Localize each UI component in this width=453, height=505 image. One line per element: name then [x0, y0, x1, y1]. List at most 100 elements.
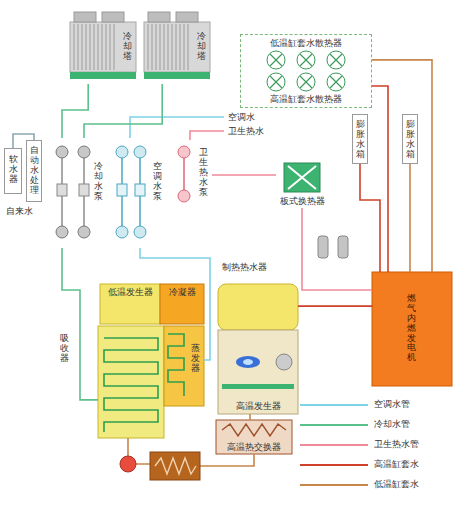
vertical-label: 软水器	[9, 155, 18, 185]
absorber-body	[98, 326, 164, 438]
filter-symbol	[135, 184, 145, 196]
legend-label: 低温缸套水	[374, 479, 419, 489]
pump-symbol	[56, 226, 68, 238]
exchanger-coil	[222, 424, 286, 436]
pipe-label: 制热热水器	[222, 262, 267, 272]
exchanger-box: 高温热交换器	[216, 420, 292, 454]
pipe-connector	[302, 208, 372, 290]
pipe-connector	[62, 248, 98, 400]
pump-group: 卫生热水泵	[172, 140, 212, 210]
vertical-label: 吸收器	[60, 334, 69, 364]
plate-exchanger-symbol	[284, 163, 320, 192]
tank-symbol	[318, 236, 328, 258]
high-generator-top	[218, 284, 298, 330]
vertical-label: 膨胀水箱	[356, 120, 365, 160]
tower-grille	[74, 24, 114, 70]
node-label: 高温热交换器	[226, 442, 282, 452]
pump-symbol	[116, 146, 128, 158]
tower-fan	[74, 12, 96, 22]
pipe-connector	[212, 174, 276, 176]
plate-exchanger-symbol	[288, 166, 316, 189]
pump-symbol	[134, 226, 146, 238]
pump-group: 空调水泵	[112, 138, 164, 248]
pump-symbol	[116, 226, 128, 238]
pipe-label: 空调水	[228, 112, 255, 122]
pipe-connector	[249, 414, 251, 420]
engine-body	[372, 272, 452, 386]
tower-body	[144, 22, 210, 72]
legend-line	[300, 444, 368, 446]
legend-line	[300, 424, 368, 426]
vertical-label: 冷却塔	[122, 32, 133, 62]
pump-symbol	[178, 190, 190, 202]
expansion-tank: 膨胀水箱	[352, 114, 368, 164]
exchanger-coil	[155, 458, 196, 474]
radiator-box: 低温缸套水散热器高温缸套水散热器	[240, 34, 372, 108]
tank-symbol	[338, 236, 348, 258]
node-label: 板式换热器	[280, 196, 325, 206]
flame-symbol	[236, 356, 260, 368]
exchanger-body	[150, 452, 200, 480]
legend-label: 空调水管	[374, 399, 410, 409]
fan-blades	[270, 54, 342, 88]
pipe-connector	[360, 164, 380, 272]
pump-group: 冷却水泵	[48, 138, 106, 248]
tower-fan	[102, 12, 124, 22]
legend-line	[300, 404, 368, 406]
legend-label: 卫生热水管	[374, 439, 419, 449]
exchanger-body	[216, 420, 292, 454]
filter-symbol	[79, 184, 89, 196]
vertical-label: 膨胀水箱	[406, 120, 415, 160]
evaporator-box: 蒸发器	[164, 326, 204, 406]
evaporator-coil	[168, 334, 184, 396]
tower-basin	[144, 72, 210, 79]
legend-line	[300, 464, 368, 466]
node-label: 低温缸套水散热器	[270, 38, 342, 48]
expansion-tank: 膨胀水箱	[402, 114, 418, 164]
pipe-label: 卫生热水	[228, 126, 264, 136]
pump-symbol	[134, 146, 146, 158]
vertical-label: 蒸发器	[190, 344, 201, 374]
flame-symbol	[243, 359, 253, 365]
generator-body	[100, 284, 160, 324]
condenser-box: 冷凝器	[160, 284, 204, 324]
pipe-connector	[298, 305, 372, 307]
pump-symbol	[178, 146, 190, 158]
filter-symbol	[57, 184, 67, 196]
absorber-box: 吸收器	[98, 326, 164, 438]
high-generator-body	[218, 330, 298, 414]
plate-exchanger: 板式换热器	[276, 160, 328, 208]
tower-basin	[70, 72, 136, 79]
cooling-tower: 冷却塔	[140, 8, 214, 84]
engine-box: 燃气内燃发电机	[372, 272, 452, 386]
pipe-label: 自来水	[6, 206, 33, 216]
pump-symbol	[56, 146, 68, 158]
legend-label: 高温缸套水	[374, 459, 419, 469]
vertical-label: 自动水处理	[30, 146, 39, 195]
pump-pipe	[183, 158, 185, 190]
pipe-connector	[372, 60, 432, 272]
generator-band	[222, 384, 294, 389]
node-label: 高温发生器	[235, 401, 282, 411]
generator-box: 低温发生器	[100, 284, 160, 324]
softener-box: 软水器	[4, 148, 22, 194]
legend-label: 冷却水管	[374, 419, 410, 429]
node-label: 低温发生器	[108, 287, 153, 297]
tower-body	[70, 22, 136, 72]
tower-fan	[148, 12, 170, 22]
pipe-connector	[409, 164, 411, 272]
generator-box: 高温发生器	[218, 284, 298, 414]
pump-symbol	[120, 456, 136, 472]
pump-symbol	[78, 226, 90, 238]
filter-symbol	[117, 184, 127, 196]
tower-fan	[176, 12, 198, 22]
cooling-tower: 冷却塔	[66, 8, 140, 84]
vertical-label: 冷却水泵	[94, 162, 103, 202]
condenser-body	[160, 284, 204, 324]
evaporator-body	[164, 326, 204, 406]
pump-symbol	[78, 146, 90, 158]
